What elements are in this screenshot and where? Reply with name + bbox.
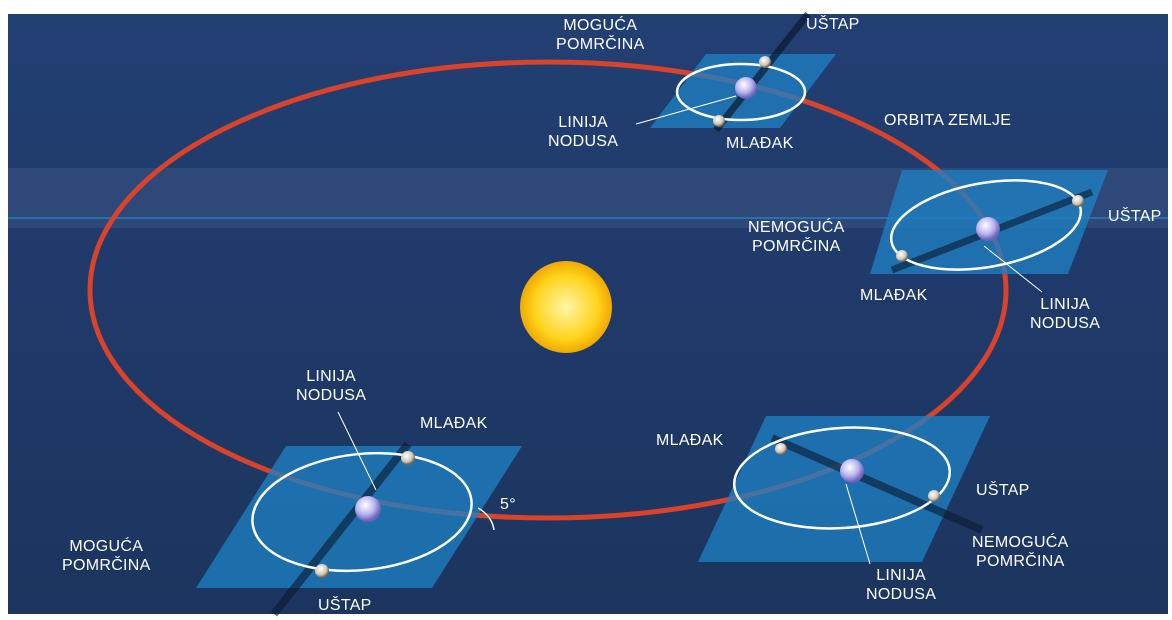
moon-new-right	[896, 250, 908, 262]
sun	[520, 261, 612, 353]
label-top-eclipse-line2: POMRČINA	[556, 36, 645, 53]
moon-orbit-right	[889, 179, 1083, 271]
earth-bottom-left	[355, 496, 381, 522]
label-top-full-moon: UŠTAP	[806, 16, 860, 33]
nodes-line-top	[713, 11, 811, 133]
label-top-nodes: LINIJA NODUSA	[548, 113, 618, 151]
nodes-line-bottom-left	[270, 441, 412, 617]
label-orbit-earth: ORBITA ZEMLJE	[884, 112, 1012, 129]
label-top-nodes-line1: LINIJA	[558, 114, 609, 131]
label-right-impossible-eclipse: NEMOGUĆA POMRČINA	[748, 218, 845, 256]
label-top-possible-eclipse: MOGUĆA POMRČINA	[556, 16, 645, 54]
moon-orbit-bottom-left	[251, 451, 473, 573]
label-bottom-right-impossible-eclipse: NEMOGUĆA POMRČINA	[972, 533, 1069, 571]
moon-new-bottom-right	[775, 443, 787, 455]
label-bottom-left-possible-eclipse: MOGUĆA POMRČINA	[62, 537, 151, 575]
label-bottom-left-nodes-line1: LINIJA	[306, 368, 357, 385]
moon-full-right	[1072, 195, 1084, 207]
label-right-eclipse-line1: NEMOGUĆA	[748, 219, 845, 236]
moon-full-bottom-right	[928, 490, 940, 502]
label-bottom-right-nodes-line1: LINIJA	[876, 567, 927, 584]
moon-full-top	[759, 56, 771, 68]
label-bottom-right-full-moon: UŠTAP	[976, 482, 1030, 499]
pointer-nodes-top	[635, 95, 737, 125]
label-top-nodes-line2: NODUSA	[548, 133, 619, 150]
label-bottom-right-new-moon: MLAĐAK	[656, 432, 724, 449]
earth-orbit	[87, 59, 1009, 521]
label-bottom-left-nodes: LINIJA NODUSA	[296, 367, 366, 405]
moon-orbit-plane-bottom-right	[698, 416, 990, 562]
label-angle: 5°	[500, 496, 516, 513]
moon-orbit-bottom-right	[732, 426, 952, 530]
moon-full-bottom-left	[315, 564, 329, 578]
moon-orbit-top	[675, 62, 807, 122]
label-right-nodes-line2: NODUSA	[1030, 315, 1101, 332]
label-top-new-moon: MLAĐAK	[726, 135, 794, 152]
earth-right	[976, 217, 1000, 241]
label-bottom-right-nodes-line2: NODUSA	[866, 586, 937, 603]
label-bottom-right-eclipse-line2: POMRČINA	[976, 553, 1065, 570]
moon-new-bottom-left	[401, 451, 415, 465]
label-right-full-moon: UŠTAP	[1108, 208, 1162, 225]
label-bottom-left-eclipse-line2: POMRČINA	[62, 557, 151, 574]
pointer-nodes-bottom-right	[845, 483, 871, 565]
angle-arc	[477, 507, 495, 531]
earth-top	[735, 77, 757, 99]
nodes-line-bottom-right	[770, 434, 984, 534]
label-top-eclipse-line1: MOGUĆA	[563, 17, 638, 34]
moon-new-top	[713, 115, 725, 127]
label-bottom-right-eclipse-line1: NEMOGUĆA	[972, 534, 1069, 551]
label-right-new-moon: MLAĐAK	[860, 287, 928, 304]
label-right-nodes: LINIJA NODUSA	[1030, 295, 1100, 333]
label-right-eclipse-line2: POMRČINA	[752, 238, 841, 255]
label-bottom-left-new-moon: MLAĐAK	[420, 415, 488, 432]
pointer-nodes-right	[983, 245, 1043, 293]
pointer-nodes-bottom-left	[337, 411, 377, 491]
label-bottom-right-nodes: LINIJA NODUSA	[866, 566, 936, 604]
label-right-nodes-line1: LINIJA	[1040, 296, 1091, 313]
label-bottom-left-nodes-line2: NODUSA	[296, 387, 367, 404]
earth-bottom-right	[840, 459, 864, 483]
label-bottom-left-full-moon: UŠTAP	[318, 597, 372, 614]
label-bottom-left-eclipse-line1: MOGUĆA	[69, 538, 144, 555]
